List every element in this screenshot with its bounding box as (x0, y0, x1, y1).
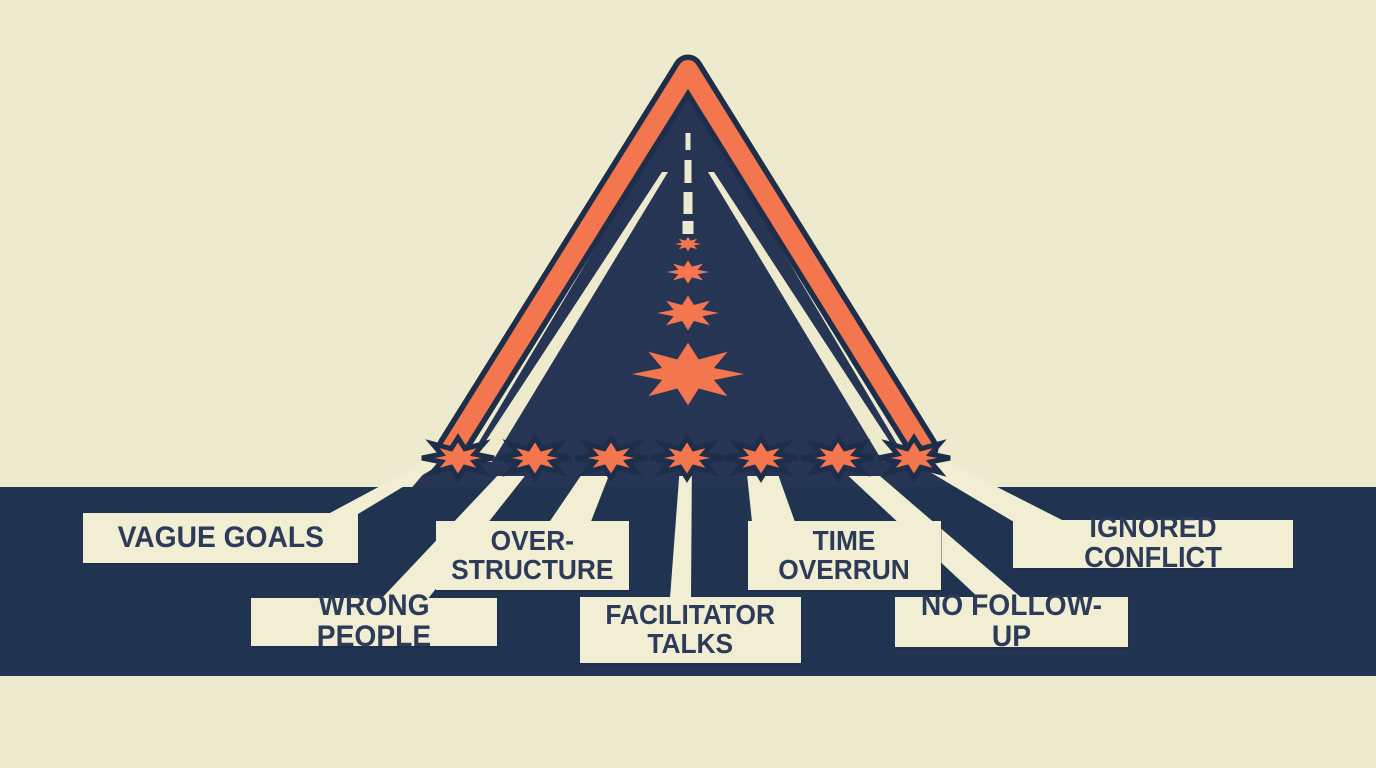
callout-no-follow-up: NO FOLLOW-UP (895, 591, 1128, 652)
tail-facilitator-talks (670, 452, 692, 598)
hazard-starburst-icon (632, 342, 744, 406)
road-centerline-dashes (682, 133, 694, 234)
callout-ignored-conflict: IGNORED CONFLICT (1013, 514, 1293, 573)
callout-label: IGNORED CONFLICT (1084, 512, 1222, 574)
callout-wrong-people: WRONG PEOPLE (251, 591, 497, 652)
road-line-left (472, 172, 668, 462)
callout-label: WRONG PEOPLE (316, 589, 432, 653)
road-line-right (708, 172, 903, 462)
hazard-starburst-icon (877, 433, 951, 483)
tail-ignored-conflict (898, 450, 1066, 522)
callout-vague-goals: VAGUE GOALS (83, 513, 358, 563)
road-shoulder-lines (472, 172, 903, 462)
callout-label: TIME OVERRUN (778, 524, 911, 585)
center-dash (685, 133, 691, 150)
callout-label: FACILITATOR TALKS (605, 599, 776, 659)
callout-label: NO FOLLOW-UP (920, 589, 1103, 653)
center-dash (684, 160, 692, 183)
triangle-orange-stripe (442, 60, 933, 458)
hazard-starburst-icon (421, 433, 495, 483)
callout-over-structure: OVER- STRUCTURE (436, 521, 629, 590)
callout-label: OVER- STRUCTURE (451, 524, 614, 585)
tail-vague-goals (328, 450, 464, 514)
hazard-starburst-icon (574, 433, 648, 483)
callout-time-overrun: TIME OVERRUN (748, 521, 941, 590)
hazard-starburst-icon (675, 236, 701, 252)
hazard-starburst-icon (801, 433, 875, 483)
hazard-starburst-icon (657, 295, 719, 331)
hazard-starburst-row (421, 433, 951, 483)
center-dash (682, 221, 694, 234)
center-dash (683, 192, 693, 214)
hazard-starburst-icon (498, 433, 572, 483)
road-triangle (461, 95, 914, 476)
road-starbursts (632, 236, 744, 406)
hazard-starburst-icon (650, 433, 724, 483)
hazard-starburst-icon (724, 433, 798, 483)
callout-label: VAGUE GOALS (117, 520, 324, 554)
hazard-starburst-icon (667, 260, 709, 284)
callout-facilitator-talks: FACILITATOR TALKS (580, 597, 801, 663)
